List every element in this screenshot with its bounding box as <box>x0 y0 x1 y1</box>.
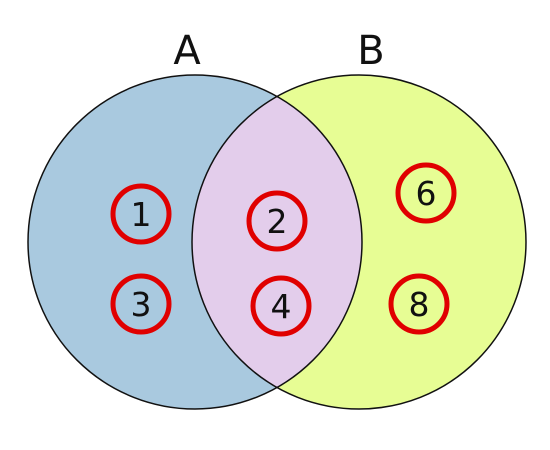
element-label: 4 <box>271 287 292 326</box>
element-ring <box>110 273 172 335</box>
element-ring <box>110 183 172 245</box>
element-ring <box>395 162 457 224</box>
element-marker-8: 8 <box>388 273 450 335</box>
set-a-label: A <box>173 28 201 74</box>
element-label: 3 <box>131 285 152 324</box>
element-marker-1: 1 <box>110 183 172 245</box>
element-label: 8 <box>409 285 430 324</box>
element-label: 1 <box>131 195 152 234</box>
element-marker-6: 6 <box>395 162 457 224</box>
element-ring <box>246 190 308 252</box>
set-b-outline <box>191 74 527 410</box>
set-a-outline <box>27 74 363 410</box>
element-marker-2: 2 <box>246 190 308 252</box>
element-ring <box>250 275 312 337</box>
set-b-label: B <box>357 28 384 74</box>
element-label: 6 <box>416 174 437 213</box>
element-marker-3: 3 <box>110 273 172 335</box>
element-label: 2 <box>267 202 288 241</box>
element-ring <box>388 273 450 335</box>
intersection-region <box>192 75 362 409</box>
element-marker-4: 4 <box>250 275 312 337</box>
